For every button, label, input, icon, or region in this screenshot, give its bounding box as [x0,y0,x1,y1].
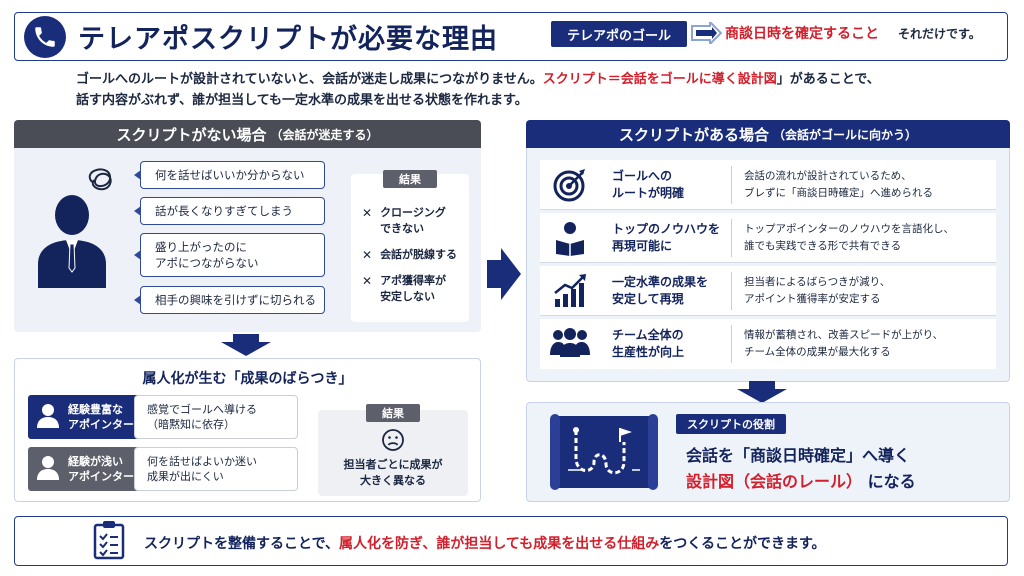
without-script-result-box [351,174,469,322]
benefit-desc: トップアポインターのノウハウを言語化し、誰でも実践できる形で共有できる [744,223,954,252]
with-script-heading: スクリプトがある場合（会話がゴールに向かう） [526,120,1010,148]
inexperienced-appointer-badge: 経験が浅いアポインター [28,447,142,491]
individualization-result-box [318,410,468,496]
intro-part2: 」があることで、 [776,72,880,87]
growth-chart-icon [552,273,588,313]
goal-text: 商談日時を確定すること [725,26,879,42]
intro-line2: 話す内容がぶれず、誰が担当しても一定水準の成果を出せる状態を作れます。 [76,93,528,108]
script-role-badge: スクリプトの役割 [676,414,786,434]
result-item: ✕ アポ獲得率が安定しない [362,274,447,303]
person-icon [36,402,60,432]
inexperienced-desc: 何を話せばよいか迷い成果が出にくい [134,447,298,491]
summary-text: スクリプトを整備することで、属人化を防ぎ、誰が担当しても成果を出せる仕組みをつく… [144,536,826,552]
divider [731,219,732,257]
problem-item: 話が長くなりすぎてしまう [134,197,325,225]
benefit-title: チーム全体の生産性が向上 [612,328,685,359]
result-label: 結果 [366,404,420,422]
target-icon [552,167,588,207]
script-role-line2: 設計図（会話のレール） になる [686,472,916,491]
summary-banner [14,516,1008,566]
x-icon: ✕ [362,206,373,220]
confused-person-icon [30,160,130,294]
individualization-result-text: 担当者ごとに成果が 大きく異なる [343,458,443,487]
problem-item: 相手の興味を引けずに切られる [134,286,325,314]
benefit-title: ゴールへのルートが明確 [612,169,685,200]
divider [731,166,732,204]
arrow-down-icon [221,334,271,360]
result-item: ✕ 会話が脱線する [362,248,458,262]
reading-person-icon [552,220,588,260]
team-icon [550,327,590,363]
arrow-down-icon [737,381,787,407]
phone-icon [24,16,66,58]
sad-face-icon [381,428,405,456]
blueprint-icon [548,412,660,496]
benefit-desc: 会話の流れが設計されているため、ブレずに「商談日時確定」へ進められる [744,170,933,199]
goal-suffix: それだけです。 [898,27,981,41]
intro-part1: ゴールへのルートが設計されていないと、会話が迷走し成果につながりません。 [76,72,543,87]
x-icon: ✕ [362,248,373,262]
clipboard-checklist-icon [92,520,126,564]
problem-item: 何を話せばいいか分からない [134,161,325,189]
arrow-right-icon [690,19,723,48]
benefit-title: 一定水準の成果を安定して再現 [612,275,709,306]
experienced-appointer-badge: 経験豊富なアポインター [28,395,142,439]
divider [731,272,732,310]
goal-badge: テレアポのゴール [551,21,687,47]
benefit-row [540,213,996,263]
experienced-desc: 感覚でゴールへ導ける（暗黙知に依存） [134,395,298,439]
result-label: 結果 [383,170,437,188]
result-list: ✕ クロージングできない ✕ 会話が脱線する ✕ アポ獲得率が安定しない [362,205,466,305]
benefit-row [540,319,996,369]
arrow-right-icon [487,248,521,304]
problem-item: 盛り上がったのにアポにつながらない [134,233,325,277]
intro-highlight: スクリプト＝会話をゴールに導く設計図 [542,72,777,87]
benefit-desc: 情報が蓄積され、改善スピードが上がり、チーム全体の成果が最大化する [744,329,944,358]
without-script-heading: スクリプトがない場合（会話が迷走する） [14,120,481,148]
person-icon [36,454,60,484]
benefit-title: トップのノウハウを再現可能に [612,222,721,253]
script-role-line1: 会話を「商談日時確定」へ導く [686,446,911,465]
title-box [14,12,1008,61]
x-icon: ✕ [362,274,373,288]
page-title: テレアポスクリプトが必要な理由 [78,24,498,55]
individualization-title: 属人化が生む「成果のばらつき」 [142,371,353,387]
benefit-row [540,160,996,210]
intro-text: ゴールへのルートが設計されていないと、会話が迷走し成果につながりません。スクリプ… [76,69,976,111]
divider [731,325,732,363]
result-item: ✕ クロージングできない [362,206,446,235]
benefit-row [540,266,996,316]
benefit-desc: 担当者によるばらつきが減り、アポイント獲得率が安定する [744,276,891,305]
